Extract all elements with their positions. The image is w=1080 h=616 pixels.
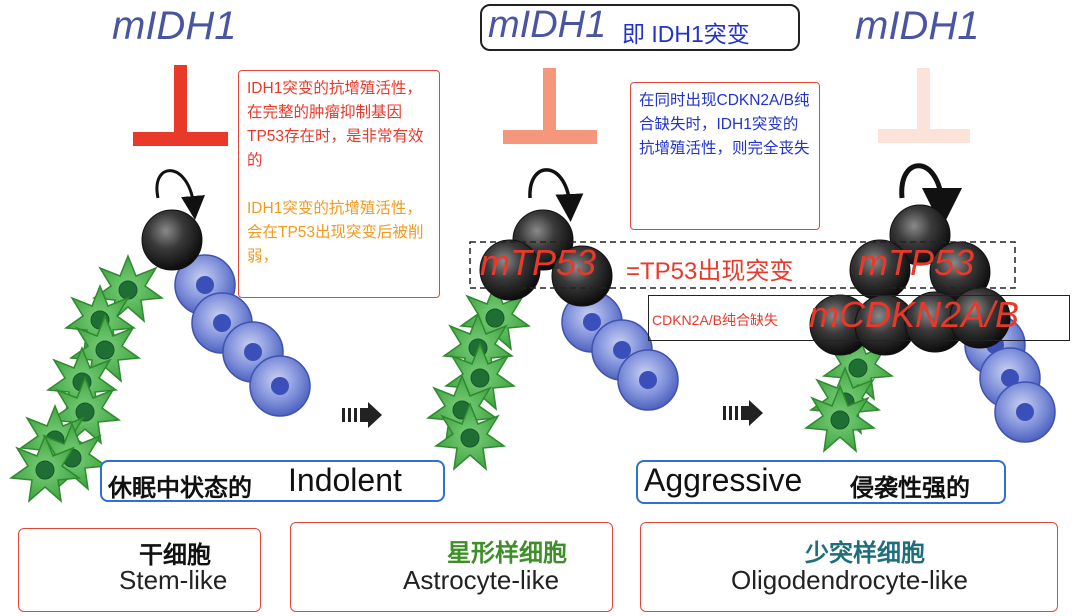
- tp53-mutation-desc: =TP53出现突变: [626, 258, 794, 285]
- inhibition-bar-icon: [503, 68, 597, 144]
- cdkn-desc: CDKN2A/B纯合缺失: [652, 310, 779, 330]
- stage2-tp53-label: mTP53: [480, 242, 597, 283]
- progression-arrow-icon: [342, 402, 382, 428]
- inhibition-bar-icon: [133, 65, 228, 146]
- legend-oligo-zh: 少突样细胞: [805, 540, 925, 567]
- legend-oligodendrocyte: 少突样细胞 Oligodendrocyte-like: [640, 522, 1058, 612]
- stage2-gene-suffix: 即 IDH1突变: [622, 21, 750, 47]
- stage2-gene-label: mIDH1: [488, 4, 607, 46]
- stage3-gene-label: mIDH1: [855, 4, 980, 48]
- stem-cell-1: [141, 209, 203, 271]
- stage3-cdkn-label: mCDKN2A/B: [809, 294, 1020, 335]
- curved-arrow-icon: [155, 169, 205, 220]
- note-tp53-intact: IDH1突变的抗增殖活性，在完整的肿瘤抑制基因TP53存在时，是非常有效的: [247, 80, 424, 169]
- legend-stem: 干细胞 Stem-like: [18, 528, 261, 612]
- legend-stem-zh: 干细胞: [139, 542, 211, 569]
- curved-arrow-icon: [528, 168, 584, 222]
- stage1-gene-label: mIDH1: [112, 4, 237, 48]
- legend-astro-zh: 星形样细胞: [447, 540, 567, 567]
- stage2-note: 在同时出现CDKN2A/B纯合缺失时，IDH1突变的抗增殖活性，则完全丧失: [630, 82, 820, 230]
- aggressive-state-box: Aggressive 侵袭性强的: [636, 460, 1006, 504]
- legend-astro-en: Astrocyte-like: [403, 565, 560, 595]
- tp53-dashed-frame: [469, 241, 1016, 289]
- stage1-note: IDH1突变的抗增殖活性，在完整的肿瘤抑制基因TP53存在时，是非常有效的 ID…: [238, 70, 440, 298]
- inhibition-bar-icon: [878, 68, 970, 143]
- legend-astrocyte: 星形样细胞 Astrocyte-like: [290, 522, 613, 612]
- aggressive-state-zh: 侵袭性强的: [850, 475, 970, 502]
- cdkn-frame: CDKN2A/B纯合缺失 mCDKN2A/B: [648, 294, 1070, 341]
- note-cdkn-loss: 在同时出现CDKN2A/B纯合缺失时，IDH1突变的抗增殖活性，则完全丧失: [639, 92, 810, 157]
- legend-stem-en: Stem-like: [119, 565, 228, 595]
- indolent-state-box: 休眠中状态的 Indolent: [100, 460, 445, 502]
- curved-arrow-icon: [899, 163, 962, 228]
- indolent-state-zh: 休眠中状态的: [108, 475, 252, 502]
- astrocyte-chain-2: [427, 283, 530, 470]
- progression-arrow-icon: [723, 400, 763, 426]
- legend-oligo-en: Oligodendrocyte-like: [731, 565, 969, 595]
- note-tp53-mutant: IDH1突变的抗增殖活性，会在TP53出现突变后被削弱，: [247, 200, 424, 265]
- stage2-gene-box: mIDH1 即 IDH1突变: [480, 4, 800, 51]
- stage3-tp53-label: mTP53: [858, 242, 975, 283]
- indolent-state-en: Indolent: [288, 462, 402, 498]
- aggressive-state-en: Aggressive: [644, 462, 803, 498]
